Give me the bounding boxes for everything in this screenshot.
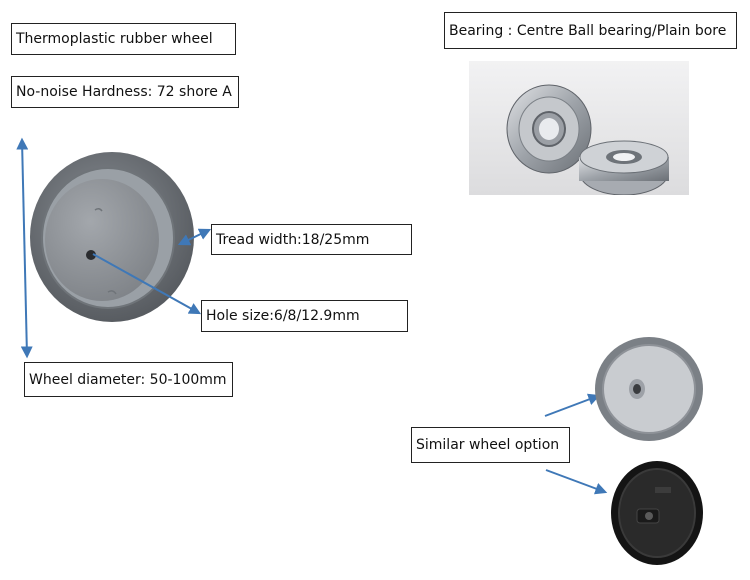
grey-wheel-photo	[595, 337, 703, 441]
wheel-diameter-label: Wheel diameter: 50-100mm	[24, 362, 233, 397]
bearing-label: Bearing : Centre Ball bearing/Plain bore	[444, 12, 737, 49]
black-wheel-photo	[611, 461, 703, 565]
material-label: Thermoplastic rubber wheel	[11, 23, 236, 55]
similar-arrow-up	[544, 393, 601, 417]
hole-arrow	[92, 253, 202, 315]
similar-arrow-down	[545, 469, 608, 495]
hole-size-label: Hole size:6/8/12.9mm	[201, 300, 408, 332]
similar-wheel-label: Similar wheel option	[411, 427, 570, 463]
diameter-arrow	[16, 137, 33, 359]
large-wheel-icon	[30, 152, 194, 322]
hardness-label: No-noise Hardness: 72 shore A	[11, 76, 239, 108]
bearing-photo	[469, 61, 689, 195]
tread-arrow	[177, 228, 212, 246]
tread-width-label: Tread width:18/25mm	[211, 224, 412, 255]
